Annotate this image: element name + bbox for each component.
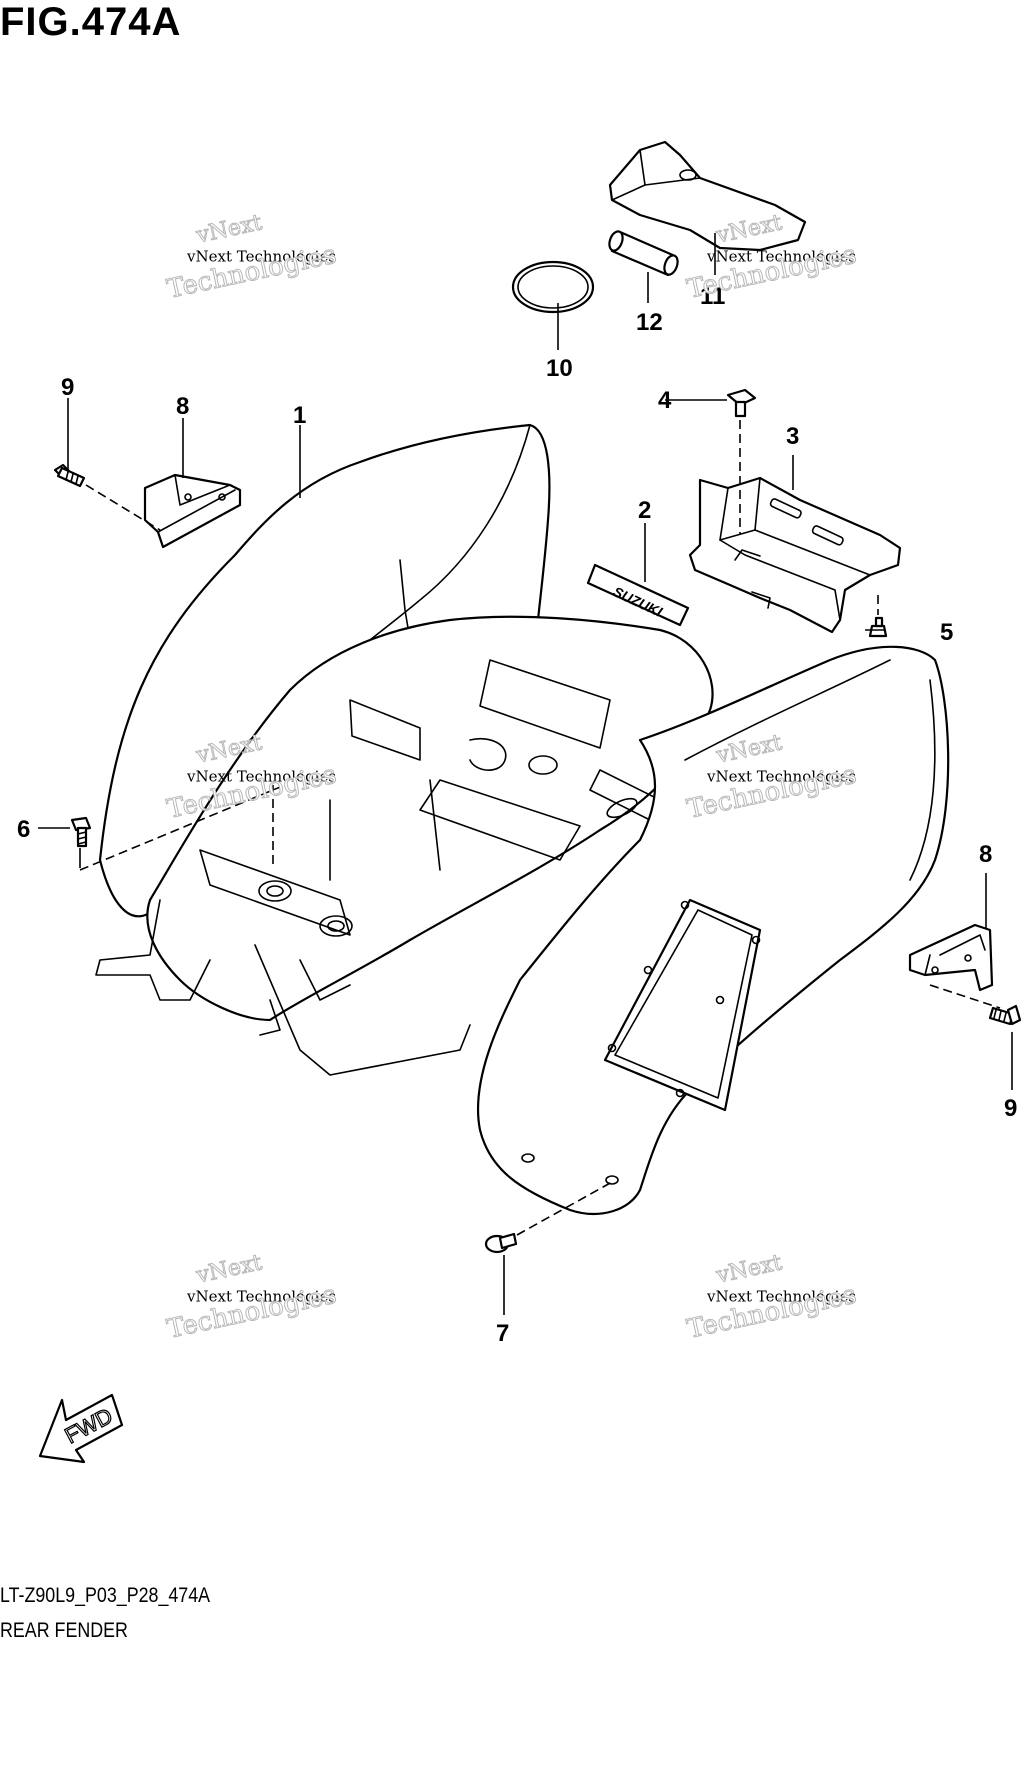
callout-3: 3 (786, 423, 799, 450)
figure-name: REAR FENDER (0, 1619, 128, 1642)
callout-labels: 1 2 3 4 5 6 7 8 8 9 9 10 11 12 (17, 283, 1017, 1347)
part-3-box (688, 476, 902, 634)
watermark-small: vNext Technologies (186, 247, 336, 265)
callout-8-left: 8 (176, 393, 189, 420)
forward-arrow-icon: FWD (38, 1393, 124, 1464)
callout-11: 11 (700, 283, 725, 310)
callout-4: 4 (658, 387, 672, 414)
watermark-1: vNext vNext Technologies Technologies (164, 210, 340, 305)
callout-9-left: 9 (61, 374, 74, 401)
watermark-small: vNext Technologies (706, 247, 856, 265)
callout-9-right: 9 (1004, 1095, 1017, 1122)
watermark-word: vNext (713, 1250, 784, 1288)
callout-2: 2 (638, 497, 651, 524)
figure-title: FIG.474A (0, 0, 182, 44)
watermark-small: vNext Technologies (186, 1287, 336, 1305)
part-5-screw (868, 616, 888, 638)
part-9-bolt-left (53, 463, 86, 488)
watermark-5: vNext vNext Technologies Technologies (164, 1250, 340, 1345)
watermark-word: vNext (193, 210, 264, 248)
part-1-rear-fender (95, 423, 950, 1215)
watermark-small: vNext Technologies (706, 767, 856, 785)
callout-1: 1 (293, 402, 306, 429)
callout-10: 10 (546, 355, 573, 382)
part-8-bracket-left (143, 473, 242, 549)
part-10-ring (511, 260, 595, 314)
part-2-decal: SUZUKI (586, 563, 690, 627)
part-8-bracket-right (908, 923, 994, 992)
part-11-strap (608, 140, 807, 252)
part-4-clip (726, 388, 757, 418)
assembly-lines (79, 420, 1001, 1236)
part-9-bolt-right (988, 1004, 1022, 1026)
watermark-word: vNext (193, 1250, 264, 1288)
part-7-rivet (484, 1232, 518, 1254)
watermark-small: vNext Technologies (706, 1287, 856, 1305)
callout-12: 12 (636, 309, 663, 336)
callout-8-right: 8 (979, 841, 992, 868)
callout-5: 5 (940, 619, 953, 646)
part-6-bolt (70, 816, 92, 848)
watermark-6: vNext vNext Technologies Technologies (684, 1250, 860, 1345)
watermark-small: vNext Technologies (186, 767, 336, 785)
leader-lines (38, 233, 1013, 1315)
callout-6: 6 (17, 816, 30, 843)
callout-7: 7 (496, 1320, 509, 1347)
model-code: LT-Z90L9_P03_P28_474A (0, 1584, 211, 1607)
part-12-pin (608, 230, 679, 277)
